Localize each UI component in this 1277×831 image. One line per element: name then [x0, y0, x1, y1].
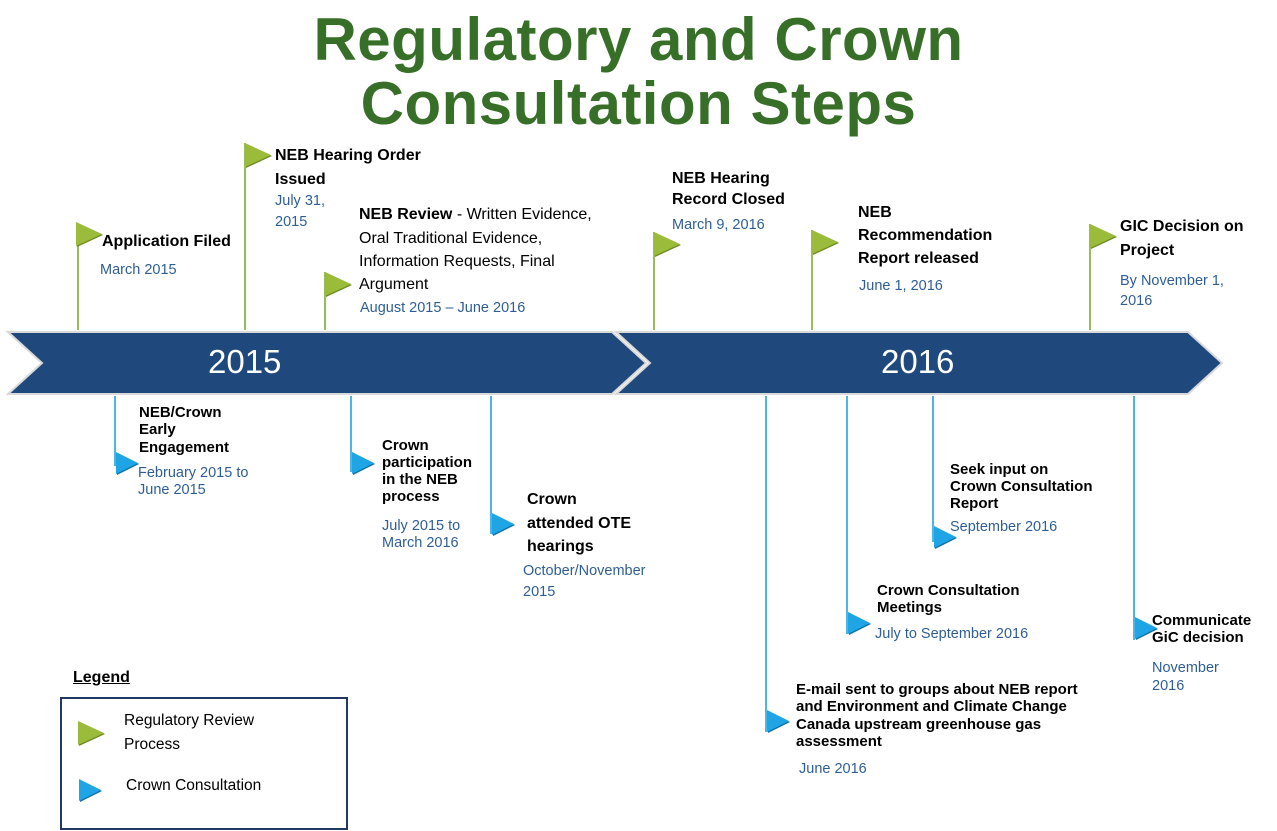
timeline-arrows: [5, 331, 1224, 395]
step-early-engagement-title-3: Engagement: [139, 439, 230, 456]
step-ote-hearings-date-2: 2015: [523, 584, 556, 600]
step-early-engagement-title-1: NEB/Crown: [139, 404, 222, 421]
step-consultation-meetings-title-1: Crown Consultation: [877, 582, 1020, 599]
step-neb-review-title-rest: - Written Evidence,: [452, 206, 592, 223]
step-recommendation-title-1: NEB: [858, 204, 892, 221]
step-application-filed-title: Application Filed: [102, 233, 231, 250]
crown-flag-icon: [116, 452, 138, 474]
crown-pole: [490, 396, 492, 534]
step-crown-participation-title-1: Crown: [382, 437, 429, 454]
title-line-2: Consultation Steps: [360, 70, 917, 137]
step-neb-review-title: NEB Review: [359, 206, 453, 223]
step-application-filed-date: March 2015: [100, 262, 177, 278]
regulatory-pole: [1089, 224, 1091, 330]
regulatory-flag-icon: [245, 143, 271, 167]
step-hearing-order-title-2: Issued: [275, 171, 326, 188]
regulatory-flag-icon: [78, 721, 104, 745]
step-neb-review-line-3: Information Requests, Final: [359, 253, 555, 270]
crown-pole: [114, 396, 116, 466]
legend-regulatory-label-1: Regulatory Review: [124, 712, 255, 729]
regulatory-flag-icon: [654, 232, 680, 256]
step-seek-input-title-2: Crown Consultation: [950, 478, 1093, 495]
regulatory-pole: [244, 143, 246, 330]
step-record-closed-date: March 9, 2016: [672, 217, 765, 233]
step-communicate-title-2: GiC decision: [1152, 629, 1244, 646]
crown-flag-icon: [79, 779, 101, 801]
legend-regulatory-label-2: Process: [124, 736, 180, 753]
step-email-title-3: Canada upstream greenhouse gas: [796, 716, 1042, 733]
regulatory-pole: [653, 232, 655, 330]
step-gic-decision-date-1: By November 1,: [1120, 273, 1224, 289]
crown-flag-icon: [934, 526, 956, 548]
step-communicate-date-2: 2016: [1152, 678, 1185, 694]
step-neb-review-line-4: Argument: [359, 276, 429, 293]
step-record-closed-title-1: NEB Hearing: [672, 170, 770, 187]
step-crown-participation-date-1: July 2015 to: [382, 518, 461, 534]
step-early-engagement-date-1: February 2015 to: [138, 465, 249, 481]
step-crown-participation-title-2: participation: [382, 454, 473, 471]
step-email-title-1: E-mail sent to groups about NEB report: [796, 681, 1078, 698]
step-neb-review-line-1: NEB Review - Written Evidence,: [359, 203, 592, 226]
step-seek-input-date: September 2016: [950, 519, 1058, 535]
step-crown-participation-title-4: process: [382, 488, 440, 505]
step-email-title-4: assessment: [796, 733, 882, 750]
step-recommendation-date: June 1, 2016: [859, 278, 943, 294]
step-email-title-2: and Environment and Climate Change: [796, 698, 1067, 715]
step-ote-hearings-title-3: hearings: [527, 538, 594, 555]
step-seek-input-title-3: Report: [950, 495, 999, 512]
step-ote-hearings-title-1: Crown: [527, 491, 577, 508]
regulatory-flag-icon: [76, 222, 102, 246]
regulatory-flag-icon: [325, 272, 351, 296]
crown-flag-icon: [492, 513, 514, 535]
step-neb-review-date: August 2015 – June 2016: [360, 300, 526, 316]
crown-pole: [846, 396, 848, 634]
step-early-engagement-date-2: June 2015: [138, 482, 206, 498]
regulatory-pole: [324, 272, 326, 330]
step-ote-hearings-title-2: attended OTE: [527, 515, 632, 532]
title-line-1: Regulatory and Crown: [313, 6, 964, 73]
step-consultation-meetings-date: July to September 2016: [875, 626, 1029, 642]
step-gic-decision-title-2: Project: [1120, 242, 1175, 259]
step-record-closed-title-2: Record Closed: [672, 191, 785, 208]
step-neb-review-line-2: Oral Traditional Evidence,: [359, 230, 543, 247]
legend-title: Legend: [73, 669, 130, 686]
step-gic-decision-title-1: GIC Decision on: [1120, 218, 1244, 235]
step-crown-participation-title-3: in the NEB: [382, 471, 458, 488]
timeline-arrow-2016: [613, 331, 1224, 395]
crown-pole: [932, 396, 934, 542]
legend-box: Regulatory Review Process Crown Consulta…: [60, 697, 348, 830]
year-2015-label: 2015: [208, 343, 282, 380]
regulatory-flag-icon: [1090, 224, 1116, 248]
step-communicate-title-1: Communicate: [1152, 612, 1252, 629]
step-seek-input-title-1: Seek input on: [950, 461, 1049, 478]
step-consultation-meetings-title-2: Meetings: [877, 599, 943, 616]
crown-pole: [1133, 396, 1135, 640]
step-communicate-date-1: November: [1152, 660, 1219, 676]
crown-flag-icon: [1135, 617, 1157, 639]
crown-pole: [350, 396, 352, 472]
timeline-arrow-2015: [5, 331, 648, 395]
year-2016-label: 2016: [881, 343, 955, 380]
regulatory-flag-icon: [812, 230, 838, 254]
step-early-engagement-title-2: Early: [139, 421, 176, 438]
crown-flag-icon: [767, 710, 789, 732]
step-hearing-order-title-1: NEB Hearing Order: [275, 147, 421, 164]
step-recommendation-title-2: Recommendation: [858, 227, 993, 244]
crown-flag-icon: [352, 452, 374, 474]
step-hearing-order-date-1: July 31,: [275, 193, 325, 209]
page-title: Regulatory and Crown Consultation Steps: [0, 8, 1277, 136]
regulatory-pole: [811, 230, 813, 330]
step-recommendation-title-3: Report released: [858, 250, 979, 267]
step-gic-decision-date-2: 2016: [1120, 293, 1153, 309]
regulatory-pole: [77, 224, 79, 330]
step-hearing-order-date-2: 2015: [275, 214, 308, 230]
crown-pole: [765, 396, 767, 732]
legend-crown-label: Crown Consultation: [126, 777, 262, 794]
step-crown-participation-date-2: March 2016: [382, 535, 459, 551]
step-ote-hearings-date-1: October/November: [523, 563, 646, 579]
step-email-date: June 2016: [799, 761, 867, 777]
crown-flag-icon: [848, 612, 870, 634]
